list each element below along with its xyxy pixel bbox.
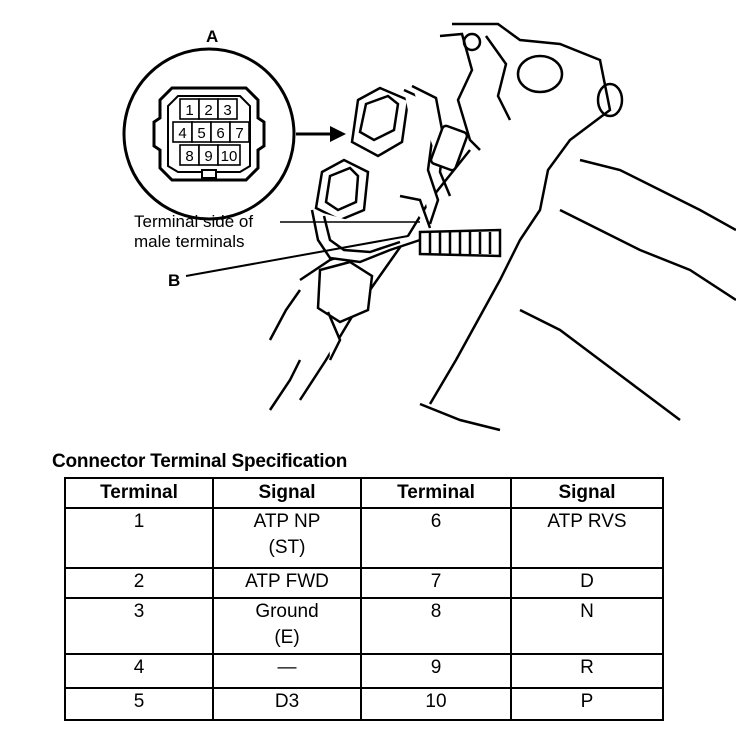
terminal-side-caption: Terminal side of male terminals — [134, 212, 253, 252]
signal-text: Ground — [255, 601, 319, 622]
upper-connector — [350, 84, 469, 225]
wire-harness — [399, 194, 502, 258]
signal-subtext: (ST) — [268, 537, 306, 558]
pin-number: 5 — [197, 125, 205, 142]
signal-subtext: (E) — [274, 627, 300, 648]
pin-number: 8 — [185, 148, 193, 165]
terminal-cell: 9 — [360, 653, 512, 689]
b-leader-line — [185, 235, 409, 277]
header-signal: Signal — [510, 477, 664, 509]
terminal-cell: 3 — [64, 597, 214, 655]
table-title: Connector Terminal Specification — [52, 451, 348, 472]
signal-cell: Ground (E) — [212, 597, 362, 655]
callout-b: B — [168, 271, 181, 290]
pin-number: 6 — [216, 125, 224, 142]
table-row: 4 — 9 R — [64, 653, 664, 689]
caption-line: male terminals — [134, 232, 245, 251]
pin-number: 2 — [204, 102, 212, 119]
terminal-cell: 7 — [360, 567, 512, 599]
connector-illustration: 1 2 3 4 5 6 7 8 9 10 — [122, 22, 736, 432]
signal-cell: D — [510, 567, 664, 599]
table-row: 3 Ground (E) 8 N — [64, 597, 664, 655]
table-row: 5 D3 10 P — [64, 687, 664, 721]
terminal-cell: 5 — [64, 687, 214, 721]
table-row: 2 ATP FWD 7 D — [64, 567, 664, 599]
pointer-arrow — [296, 126, 346, 142]
lower-connector — [310, 158, 421, 361]
signal-cell: R — [510, 653, 664, 689]
terminal-cell: 1 — [64, 507, 214, 569]
terminal-cell: 2 — [64, 567, 214, 599]
pin-number: 7 — [235, 125, 243, 142]
signal-cell: ATP NP (ST) — [212, 507, 362, 569]
header-terminal: Terminal — [360, 477, 512, 509]
header-terminal: Terminal — [64, 477, 214, 509]
table-header-row: Terminal Signal Terminal Signal — [64, 477, 664, 509]
pin-number: 4 — [178, 125, 186, 142]
pin-number: 3 — [223, 102, 231, 119]
signal-cell: N — [510, 597, 664, 655]
signal-cell: ATP FWD — [212, 567, 362, 599]
signal-cell: P — [510, 687, 664, 721]
terminal-cell: 6 — [360, 507, 512, 569]
pin-number: 10 — [221, 148, 238, 165]
illustration-svg: 1 2 3 4 5 6 7 8 9 10 — [122, 22, 736, 432]
signal-cell: — — [212, 653, 362, 689]
connector-terminal-table: Terminal Signal Terminal Signal 1 ATP NP… — [64, 477, 664, 721]
terminal-cell: 4 — [64, 653, 214, 689]
signal-cell: ATP RVS — [510, 507, 664, 569]
header-signal: Signal — [212, 477, 362, 509]
connector-face — [122, 47, 296, 221]
signal-text: ATP NP — [253, 511, 321, 532]
terminal-cell: 10 — [360, 687, 512, 721]
caption-line: Terminal side of — [134, 212, 254, 231]
table-row: 1 ATP NP (ST) 6 ATP RVS — [64, 507, 664, 569]
pin-number: 1 — [185, 102, 193, 119]
pin-number: 9 — [204, 148, 212, 165]
terminal-cell: 8 — [360, 597, 512, 655]
signal-cell: D3 — [212, 687, 362, 721]
callout-a: A — [206, 27, 219, 46]
